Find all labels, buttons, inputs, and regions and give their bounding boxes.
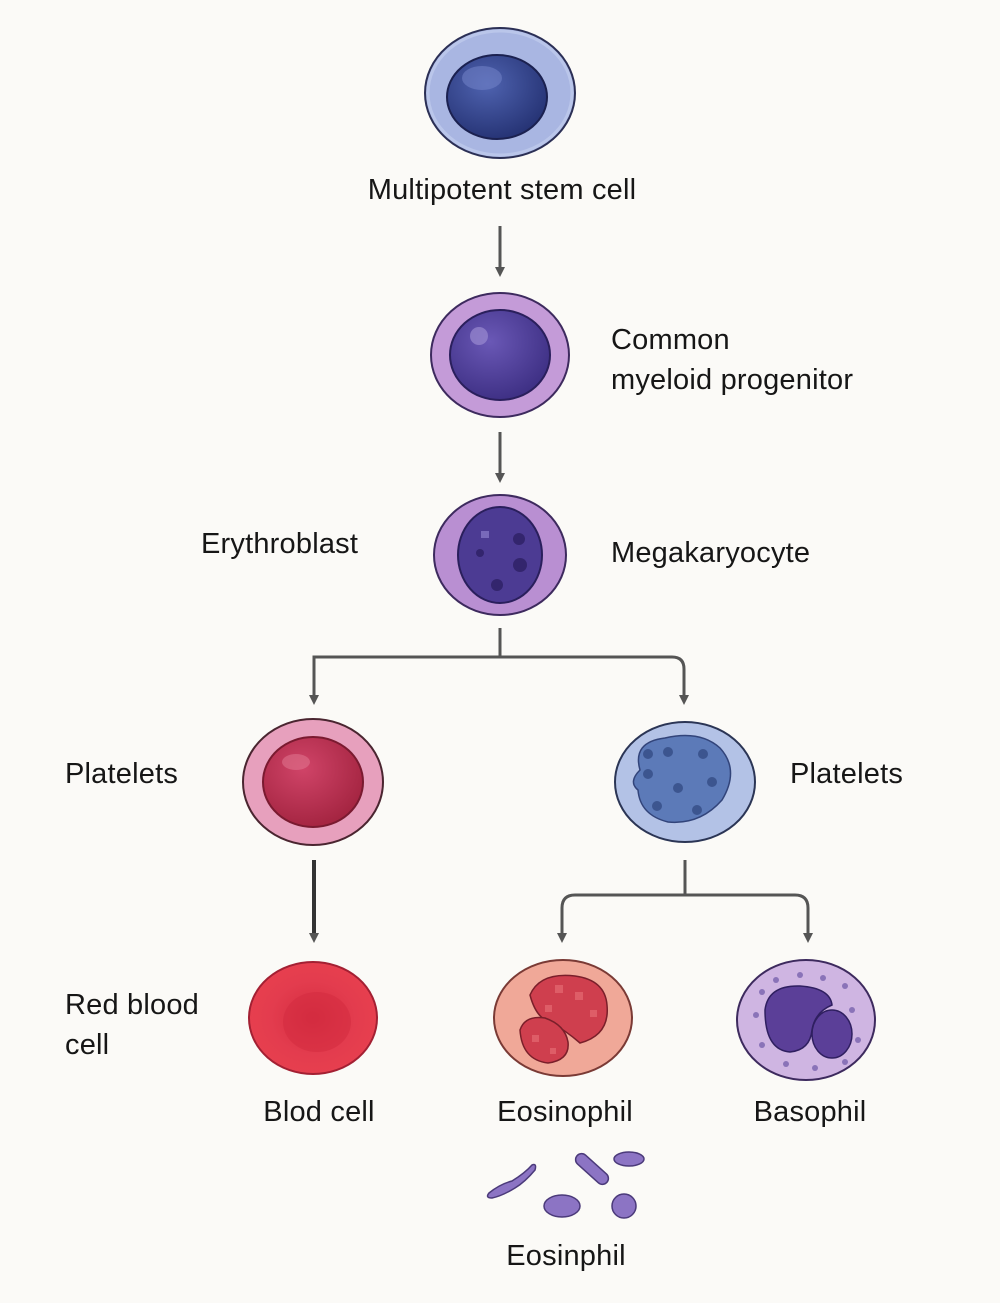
granular-blue-cell-icon bbox=[614, 721, 756, 843]
label-eosinophil: Eosinophil bbox=[497, 1096, 633, 1128]
multipotent-stem-cell-icon bbox=[424, 27, 576, 159]
connector-arrows bbox=[309, 226, 813, 943]
label-erythroblast: Erythroblast bbox=[201, 528, 359, 560]
label-basophil: Basophil bbox=[753, 1096, 867, 1128]
platelet-fragments-icon bbox=[486, 1151, 645, 1219]
basophil-cell-icon bbox=[736, 959, 876, 1081]
arrow-to-basophil bbox=[685, 893, 813, 943]
arrow-to-left-mid bbox=[309, 655, 500, 705]
label-common-myeloid-progenitor: Common myeloid progenitor bbox=[611, 324, 854, 396]
megakaryocyte-cell-icon bbox=[433, 494, 567, 616]
label-red-blood-cell: Red blood cell bbox=[65, 989, 200, 1061]
label-eosinphil-bottom: Eosinphil bbox=[506, 1240, 626, 1272]
label-platelets-right: Platelets bbox=[790, 758, 904, 790]
arrow-to-eosinophil bbox=[557, 893, 685, 943]
label-multipotent-stem-cell: Multipotent stem cell bbox=[367, 174, 637, 206]
arrow-to-right-mid bbox=[500, 655, 689, 705]
red-progenitor-cell-icon bbox=[242, 718, 384, 846]
label-platelets-left: Platelets bbox=[65, 758, 179, 790]
label-blod-cell: Blod cell bbox=[263, 1096, 375, 1128]
label-megakaryocyte: Megakaryocyte bbox=[611, 537, 811, 569]
myeloid-progenitor-cell-icon bbox=[430, 292, 570, 418]
red-blood-cell-icon bbox=[248, 961, 378, 1075]
eosinophil-cell-icon bbox=[493, 959, 633, 1077]
